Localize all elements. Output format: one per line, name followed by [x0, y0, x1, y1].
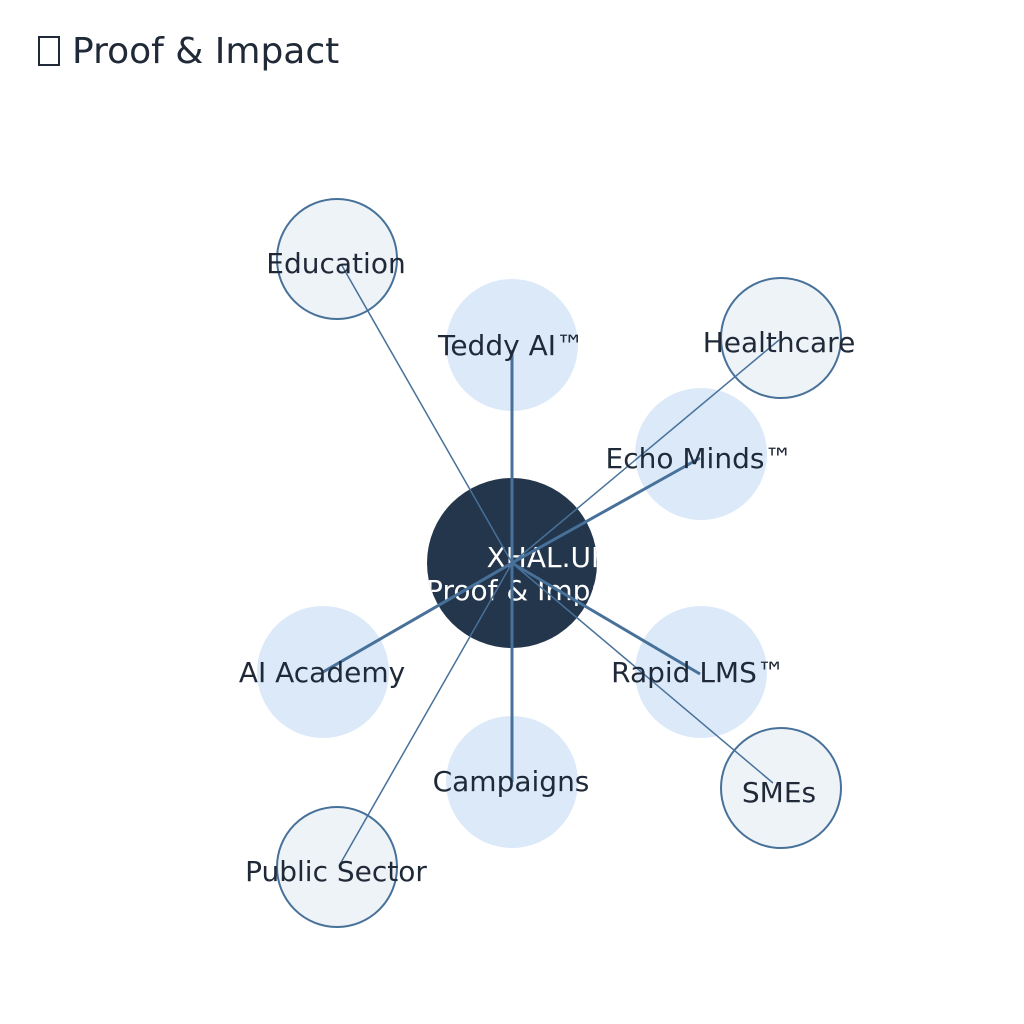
product-node-echo-minds[interactable] — [635, 388, 767, 520]
sector-label-healthcare: Healthcare — [703, 326, 856, 359]
edge-hub-healthcare — [511, 339, 780, 564]
edge-hub-smes — [511, 562, 774, 784]
edge-hub-education — [340, 263, 513, 564]
sector-node-healthcare[interactable] — [720, 277, 842, 399]
page-title: Proof & Impact — [38, 30, 339, 74]
product-node-teddy-ai[interactable] — [446, 279, 578, 411]
edge-hub-ai-academy — [322, 561, 513, 674]
product-label-echo-minds: Echo Minds™ — [606, 442, 793, 475]
product-label-teddy-ai: Teddy AI™ — [437, 329, 584, 362]
sector-label-smes: SMEs — [742, 776, 816, 809]
sector-label-public-sector: Public Sector — [245, 855, 427, 888]
edge-hub-public-sector — [338, 562, 513, 867]
edge-hub-echo-minds — [511, 456, 701, 565]
page-title-text: Proof & Impact — [72, 31, 340, 72]
product-label-ai-academy: AI Academy — [239, 656, 405, 689]
sector-label-education: Education — [266, 247, 405, 280]
product-label-campaigns: Campaigns — [433, 765, 590, 798]
product-label-rapid-lms: Rapid LMS™ — [611, 656, 785, 689]
missing-glyph-icon — [38, 36, 60, 66]
sector-node-education[interactable] — [276, 198, 398, 320]
sector-node-smes[interactable] — [720, 727, 842, 849]
product-node-rapid-lms[interactable] — [635, 606, 767, 738]
sector-node-public-sector[interactable] — [276, 806, 398, 928]
edge-hub-rapid-lms — [511, 561, 701, 676]
hub-label-line-1: XHAL.UK — [487, 541, 610, 574]
